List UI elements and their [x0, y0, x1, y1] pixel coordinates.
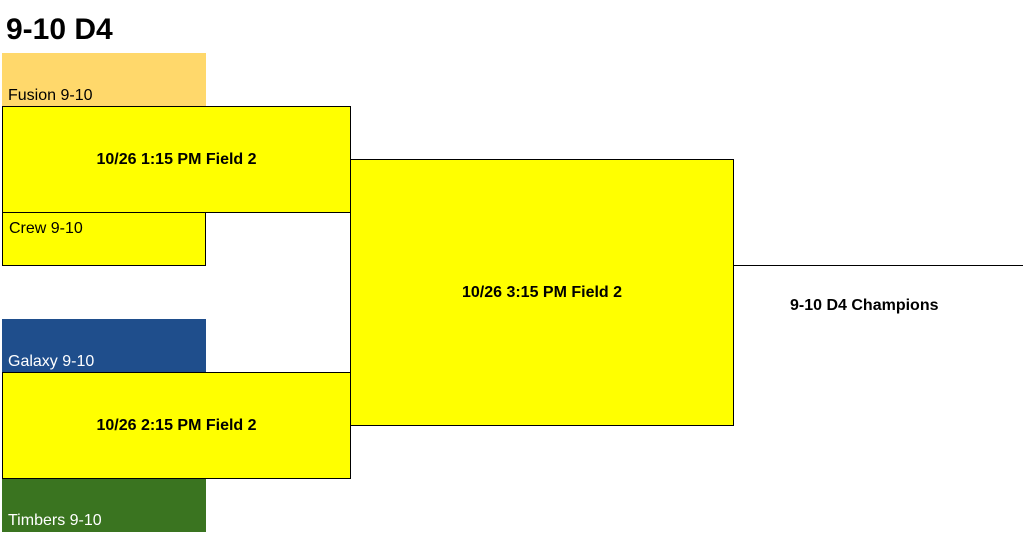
game-box-round1-bottom: 10/26 2:15 PM Field 2 — [2, 372, 351, 479]
champion-connector-line — [733, 265, 1023, 266]
game-box-round1-top: 10/26 1:15 PM Field 2 — [2, 106, 351, 213]
champion-label: 9-10 D4 Champions — [790, 297, 939, 314]
team-name: Timbers 9-10 — [8, 512, 102, 529]
game-box-final: 10/26 3:15 PM Field 2 — [350, 159, 734, 426]
team-slot-crew: Crew 9-10 — [2, 212, 206, 266]
team-slot-timbers: Timbers 9-10 — [2, 478, 206, 532]
team-slot-fusion: Fusion 9-10 — [2, 53, 206, 107]
team-name: Galaxy 9-10 — [8, 353, 95, 370]
team-slot-galaxy: Galaxy 9-10 — [2, 319, 206, 373]
team-name: Fusion 9-10 — [8, 87, 93, 104]
game-label: 10/26 2:15 PM Field 2 — [96, 416, 257, 434]
game-label: 10/26 1:15 PM Field 2 — [96, 150, 257, 168]
team-name: Crew 9-10 — [9, 220, 83, 237]
game-label: 10/26 3:15 PM Field 2 — [461, 283, 623, 301]
bracket-title: 9-10 D4 — [6, 13, 113, 46]
